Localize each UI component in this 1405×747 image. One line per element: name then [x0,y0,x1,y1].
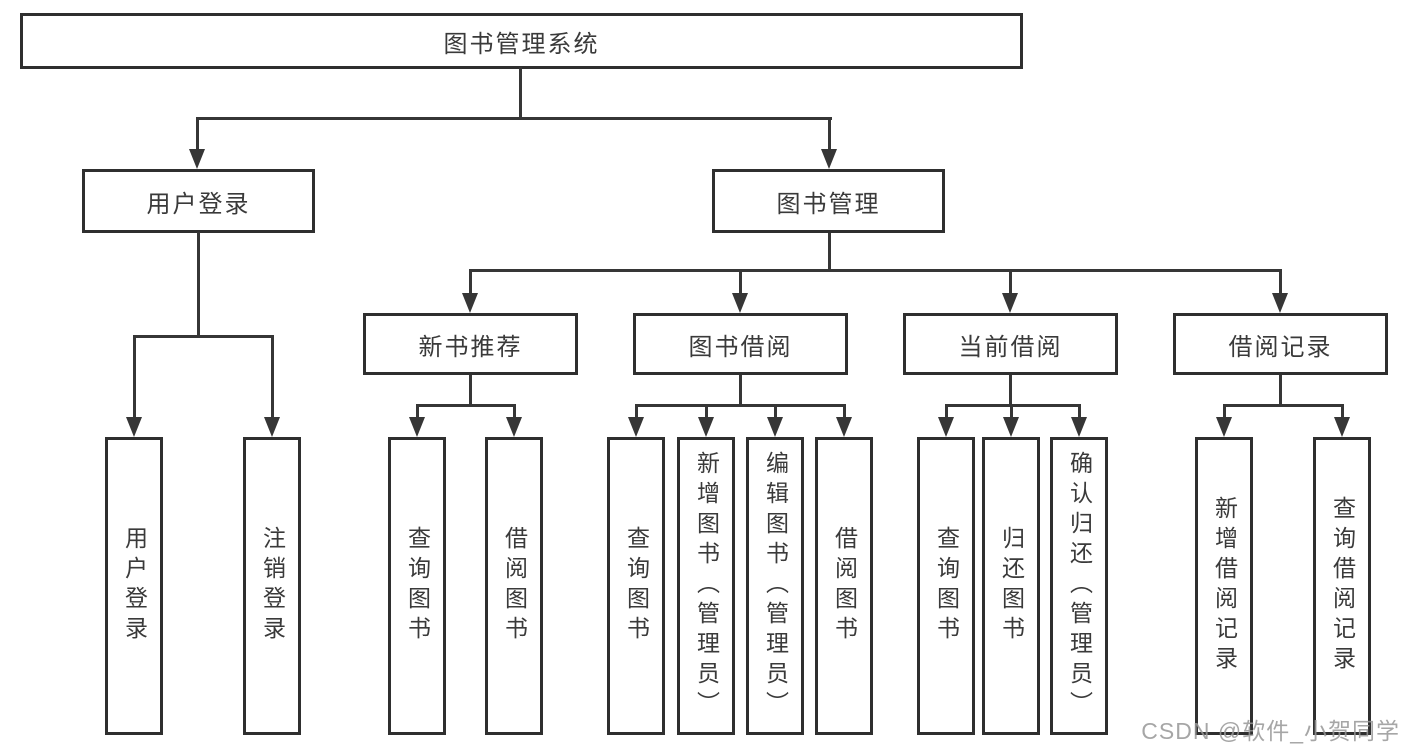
node-new-book-recommend: 新书推荐 [363,313,578,375]
leaf-return-book: 归还图书 [982,437,1040,735]
connector-line [843,404,846,420]
arrow-down-icon [938,417,954,437]
arrow-down-icon [1002,293,1018,313]
connector-line [635,404,638,420]
arrow-down-icon [126,417,142,437]
arrow-down-icon [767,417,783,437]
connector-line [739,375,742,406]
connector-line [945,404,1081,407]
connector-line [1223,404,1226,420]
leaf-query-borrow-record: 查询借阅记录 [1313,437,1371,735]
leaf-add-book-admin: 新增图书（管理员） [677,437,735,735]
node-book-borrow: 图书借阅 [633,313,848,375]
connector-line [196,117,199,153]
arrow-down-icon [628,417,644,437]
connector-line [828,233,831,272]
connector-line [197,232,200,338]
leaf-confirm-return-admin: 确认归还（管理员） [1050,437,1108,735]
arrow-down-icon [189,149,205,169]
leaf-borrow-books: 借阅图书 [815,437,873,735]
leaf-logout: 注销登录 [243,437,301,735]
node-borrow-records: 借阅记录 [1173,313,1388,375]
arrow-down-icon [698,417,714,437]
node-current-borrow: 当前借阅 [903,313,1118,375]
connector-line [774,404,777,420]
leaf-add-borrow-record: 新增借阅记录 [1195,437,1253,735]
node-root: 图书管理系统 [20,13,1023,69]
arrow-down-icon [1216,417,1232,437]
node-book-management: 图书管理 [712,169,945,233]
arrow-down-icon [821,149,837,169]
connector-line [271,335,274,420]
connector-line [469,375,472,406]
node-user-login: 用户登录 [82,169,315,233]
connector-line [1078,404,1081,420]
arrow-down-icon [1071,417,1087,437]
arrow-down-icon [409,417,425,437]
connector-line [828,117,831,153]
connector-line [1341,404,1344,420]
leaf-query-books-borrow: 查询图书 [607,437,665,735]
arrow-down-icon [462,293,478,313]
leaf-query-books-current: 查询图书 [917,437,975,735]
connector-line [133,335,136,420]
connector-line [133,335,274,338]
connector-line [513,404,516,420]
connector-line [1223,404,1344,407]
connector-line [1009,269,1012,297]
arrow-down-icon [1272,293,1288,313]
arrow-down-icon [264,417,280,437]
arrow-down-icon [732,293,748,313]
connector-line [945,404,948,420]
arrow-down-icon [1334,417,1350,437]
arrow-down-icon [836,417,852,437]
leaf-borrow-books-recommend: 借阅图书 [485,437,543,735]
leaf-user-login: 用户登录 [105,437,163,735]
connector-line [196,117,832,120]
connector-line [635,404,846,407]
connector-line [519,67,522,120]
connector-line [1279,375,1282,406]
leaf-query-books-recommend: 查询图书 [388,437,446,735]
leaf-edit-book-admin: 编辑图书（管理员） [746,437,804,735]
connector-line [739,269,742,297]
connector-line [416,404,419,420]
watermark: CSDN @软件_小贺同学 [1141,718,1400,744]
connector-line [1010,404,1013,420]
connector-line [469,269,472,297]
connector-line [469,269,1282,272]
arrow-down-icon [1003,417,1019,437]
connector-line [705,404,708,420]
connector-line [416,404,516,407]
connector-line [1279,269,1282,297]
connector-line [1009,375,1012,406]
arrow-down-icon [506,417,522,437]
